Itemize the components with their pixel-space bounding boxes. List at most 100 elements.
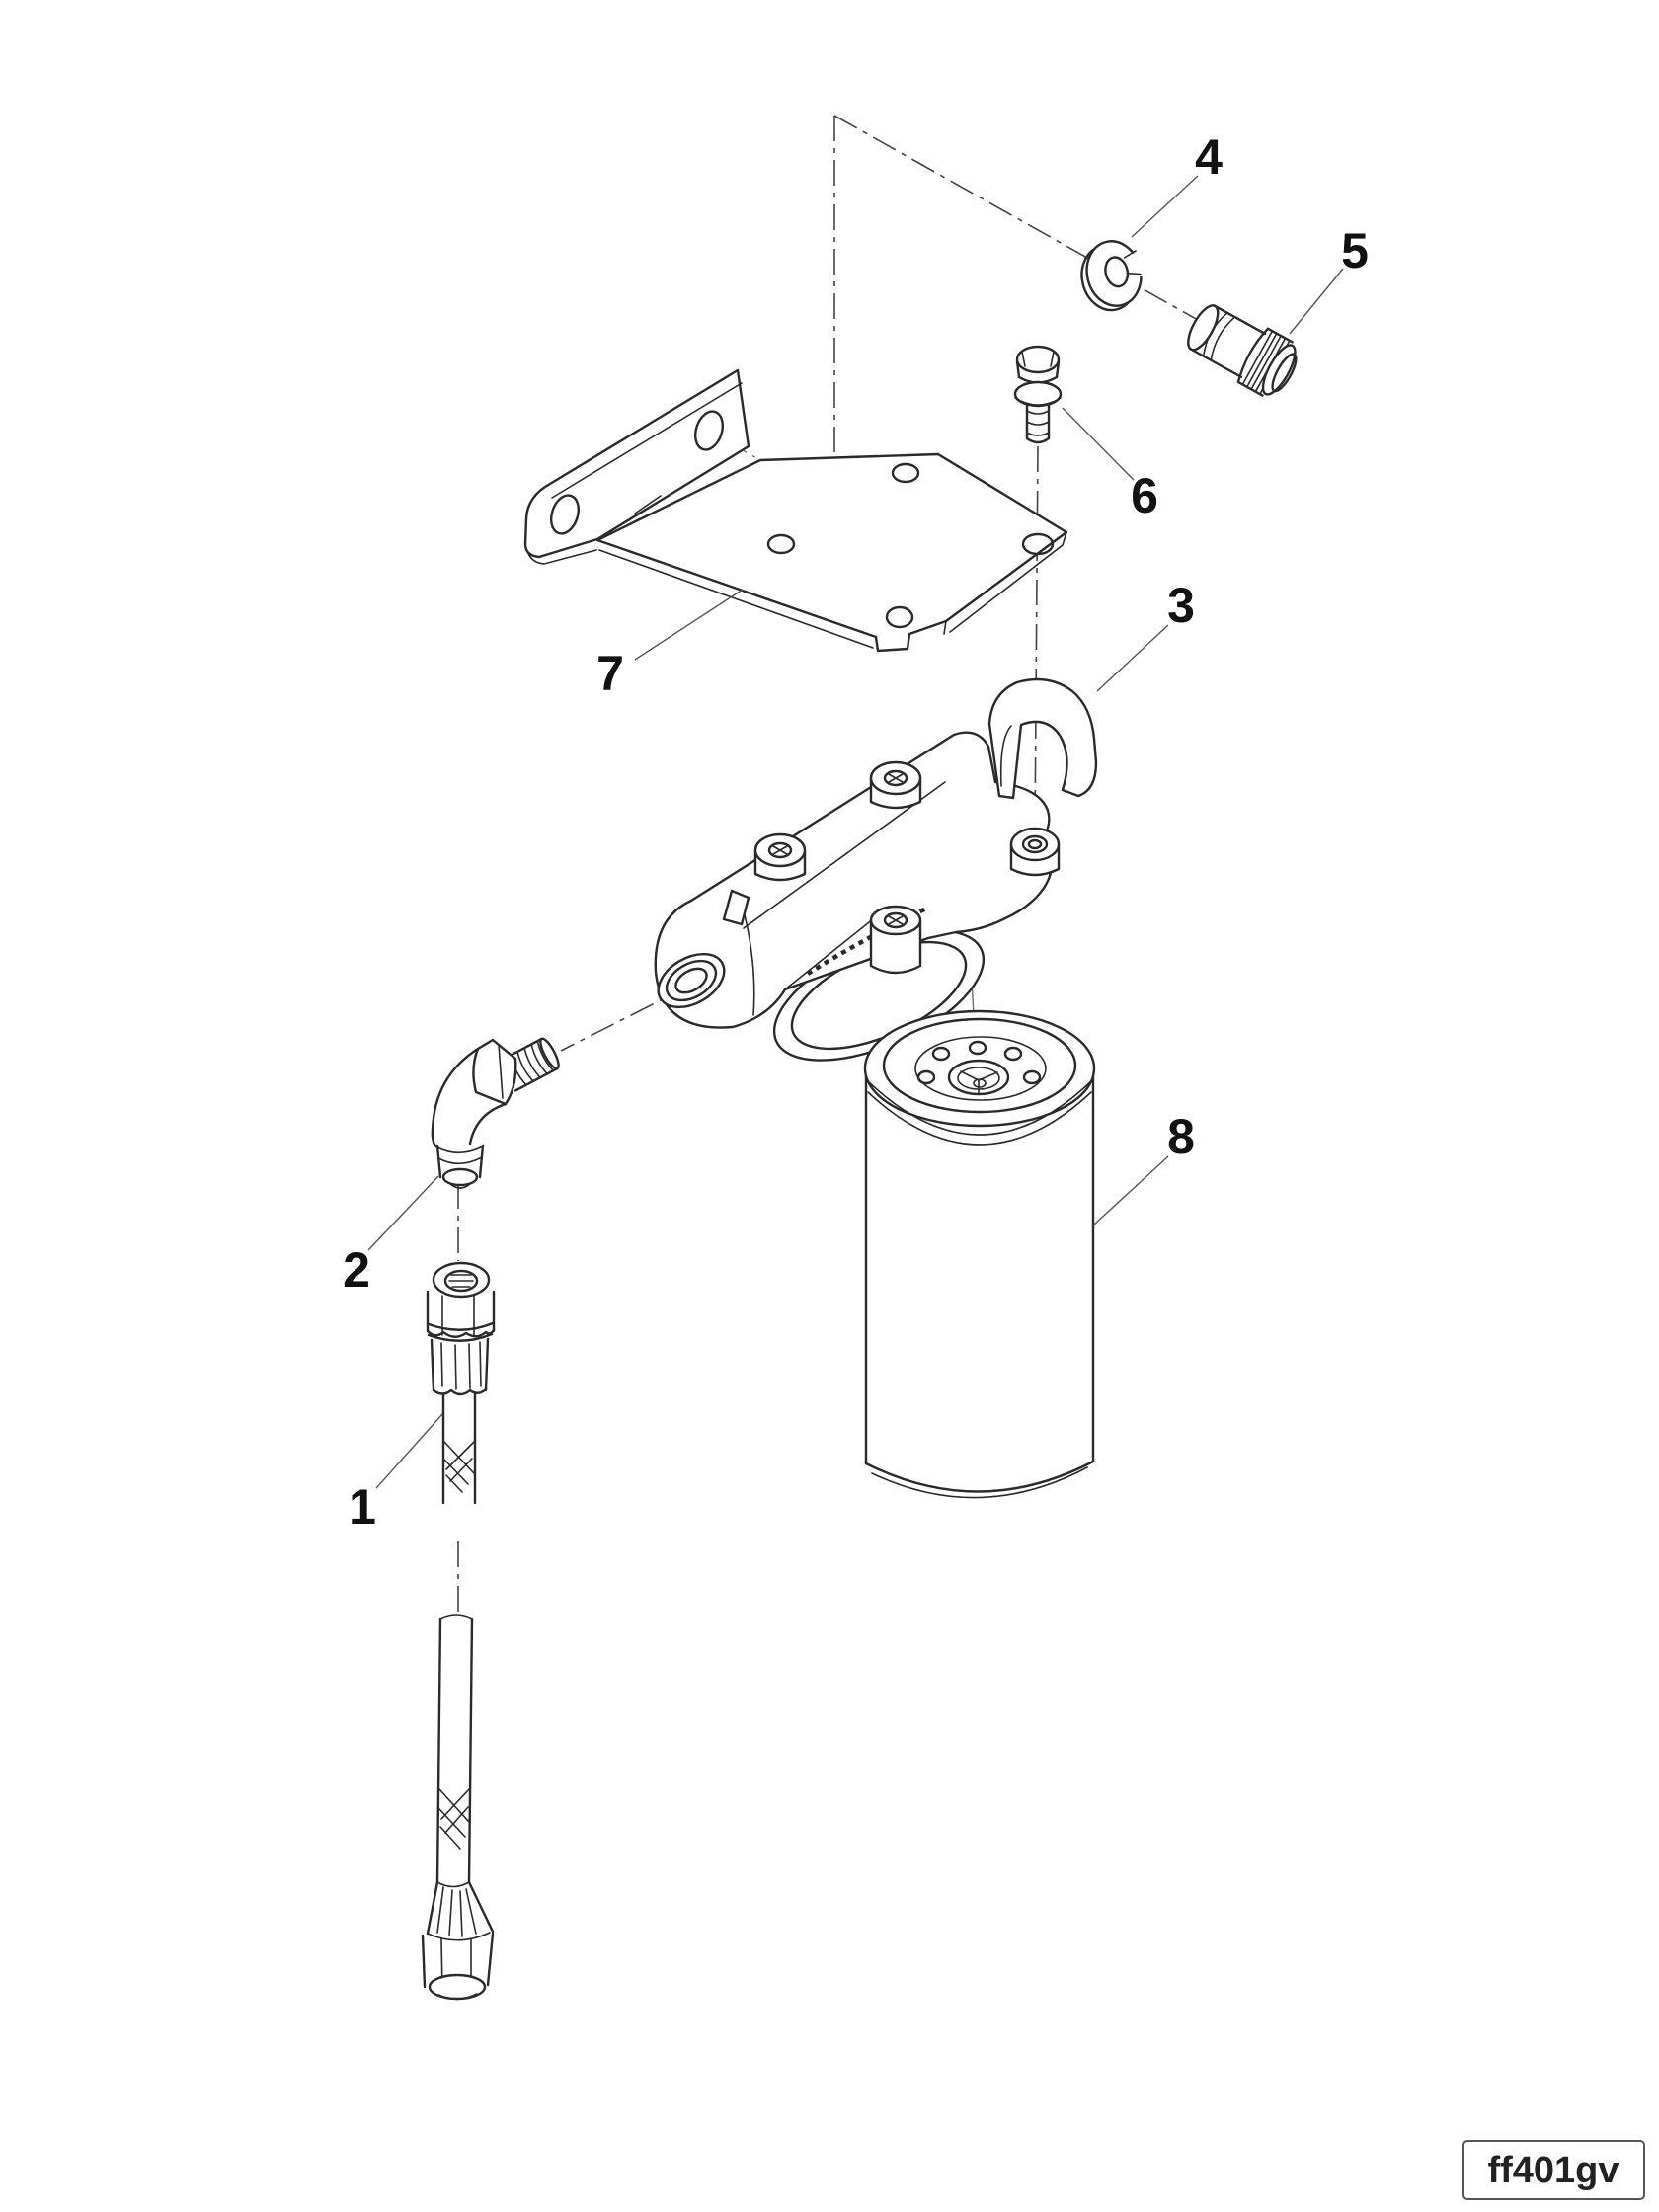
bracket-plate bbox=[595, 452, 1068, 653]
plug-rear-end bbox=[1187, 304, 1220, 352]
plate-right-thickness bbox=[943, 531, 1067, 635]
plug-fitting-part bbox=[1187, 304, 1298, 397]
top-hole-lower-right bbox=[1022, 1069, 1042, 1085]
tube-sides bbox=[435, 1617, 474, 1884]
canister-bottom bbox=[864, 1460, 1095, 1493]
centerline-bolt-to-boss bbox=[1034, 445, 1039, 836]
centerline-port-to-elbow bbox=[560, 963, 734, 1052]
plate-hole-1 bbox=[891, 462, 920, 484]
end-nut-sides bbox=[421, 1932, 495, 1989]
saddle-shell bbox=[988, 677, 1098, 800]
elbow-fitting-part bbox=[431, 1037, 560, 1189]
top-hole-upper-right bbox=[1003, 1046, 1023, 1062]
hub-center-hole bbox=[973, 1078, 987, 1088]
elbow-barb-tip bbox=[441, 1167, 479, 1187]
boss-hole bbox=[767, 841, 793, 859]
mounting-bracket-part bbox=[523, 368, 1068, 653]
filter-canister-part bbox=[863, 1009, 1096, 1499]
flange-hole-lug bbox=[549, 494, 581, 535]
thread-tip bbox=[539, 1037, 560, 1070]
plate-hole-2 bbox=[1021, 532, 1055, 556]
part-callout-5: 5 bbox=[1341, 223, 1369, 278]
canister-top-ring bbox=[914, 1036, 1047, 1101]
boss-screw-cross bbox=[772, 845, 788, 855]
boss-top-left bbox=[753, 832, 807, 882]
hose-collar-rings bbox=[427, 1321, 495, 1342]
plug-knurling bbox=[1242, 331, 1291, 395]
leader-1 bbox=[375, 1413, 443, 1489]
lock-washer-part bbox=[1080, 240, 1147, 312]
top-hole-upper-left bbox=[931, 1046, 951, 1062]
hose-nut-bottom bbox=[426, 1328, 496, 1338]
washer-bore bbox=[1104, 256, 1130, 288]
bolt-head-top bbox=[1015, 345, 1061, 374]
part-callout-7: 7 bbox=[596, 646, 624, 701]
elbow-hex bbox=[472, 1038, 517, 1106]
part-callout-3: 3 bbox=[1167, 578, 1195, 633]
leader-4 bbox=[1131, 175, 1199, 238]
plug-collar bbox=[1236, 327, 1294, 397]
elbow-hex-facet bbox=[498, 1044, 504, 1099]
figure-code-text: ff401gv bbox=[1487, 2150, 1619, 2191]
hose-sleeve-flutes bbox=[440, 1341, 482, 1390]
boss-hole bbox=[883, 769, 908, 787]
leader-6 bbox=[1062, 407, 1135, 481]
hose-nut-bore bbox=[443, 1269, 479, 1293]
leader-8 bbox=[1093, 1155, 1169, 1225]
elbow-barb-nub bbox=[449, 1183, 471, 1189]
canister-rolled-seam bbox=[866, 1079, 1093, 1146]
ferrule-flutes bbox=[436, 1886, 477, 1937]
callout-labels: 1 2 3 4 5 6 7 8 bbox=[343, 129, 1369, 1535]
canister-rim bbox=[863, 1009, 1096, 1128]
boss-screw-cross bbox=[888, 915, 904, 925]
hose-assembly-upper bbox=[426, 1261, 496, 1505]
washer-split-gap bbox=[1125, 251, 1147, 278]
canister-sides bbox=[864, 1074, 1095, 1465]
part-callout-8: 8 bbox=[1167, 1109, 1195, 1164]
hose-nut-top bbox=[432, 1261, 491, 1299]
head-tab bbox=[722, 889, 750, 926]
hose-sleeve-bottom bbox=[432, 1387, 488, 1396]
bracket-flange-edge bbox=[551, 382, 743, 499]
elbow-barb-sides bbox=[435, 1144, 485, 1179]
washer-split-edges bbox=[1123, 250, 1142, 276]
saddle-inner-edge bbox=[999, 725, 1012, 787]
plug-shank bbox=[1189, 304, 1267, 378]
ferrule-cone-sides bbox=[426, 1880, 495, 1936]
top-hole-lower-left bbox=[916, 1069, 936, 1085]
part-callout-6: 6 bbox=[1131, 468, 1158, 523]
boss-hole bbox=[883, 911, 908, 929]
plug-grooves bbox=[1203, 312, 1236, 361]
canister-bottom-seam bbox=[871, 1466, 1088, 1499]
plug-end-face bbox=[1271, 353, 1298, 393]
part-callout-4: 4 bbox=[1195, 129, 1223, 185]
bolt-part bbox=[1013, 345, 1063, 444]
port-bore bbox=[674, 967, 708, 994]
tube-top-arc bbox=[439, 1614, 473, 1620]
boss-screw-cross bbox=[888, 773, 904, 783]
hose-assembly-lower bbox=[421, 1614, 495, 2001]
figure-code: ff401gv bbox=[1462, 2140, 1645, 2200]
plate-hole-4 bbox=[885, 605, 914, 629]
leader-lines bbox=[367, 175, 1344, 1489]
boss-hole bbox=[1027, 838, 1043, 850]
boss-top-middle bbox=[869, 760, 922, 810]
bolt-threads bbox=[1026, 410, 1050, 436]
ferrule-top-arc bbox=[436, 1881, 470, 1888]
port-mid bbox=[665, 959, 718, 1002]
leader-3 bbox=[1096, 624, 1169, 692]
top-hole-center bbox=[968, 1040, 988, 1056]
boss-top bbox=[1009, 827, 1061, 862]
bracket-lug-thickness bbox=[526, 549, 597, 565]
elbow-barb-rings bbox=[436, 1146, 484, 1165]
leader-2 bbox=[367, 1175, 439, 1251]
leader-5 bbox=[1289, 268, 1344, 335]
elbow-outer-curve bbox=[431, 1047, 480, 1149]
centerline-diagonal-washer-plug bbox=[833, 115, 1206, 325]
part-callout-1: 1 bbox=[349, 1479, 376, 1535]
flange-hole-upper bbox=[693, 410, 725, 451]
canister-top-face bbox=[882, 1017, 1077, 1114]
filter-head-part bbox=[654, 677, 1098, 1062]
